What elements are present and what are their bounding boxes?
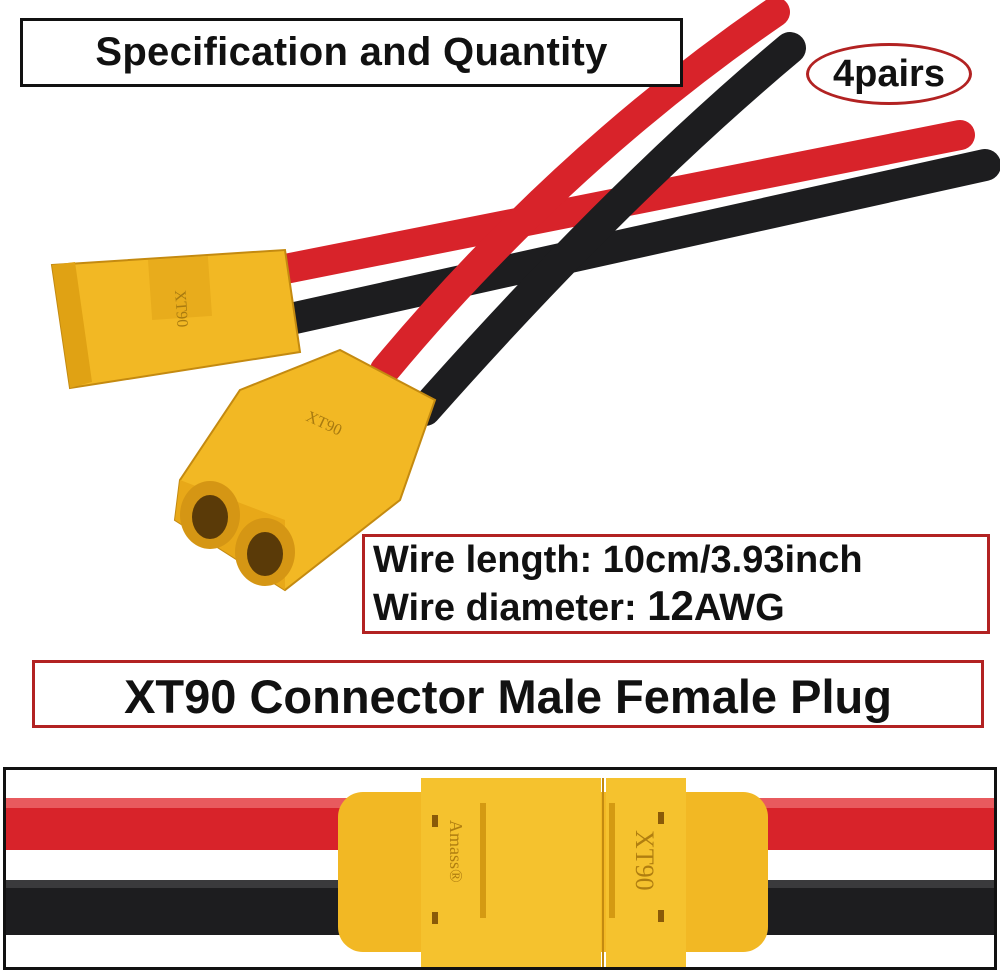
mated-connector-photo: Amass® XT90 xyxy=(3,767,997,970)
wire-diameter-unit: AWG xyxy=(693,587,785,629)
black-wire xyxy=(409,32,806,426)
quantity-badge: 4pairs xyxy=(806,43,972,105)
wire-diameter-label: Wire diameter: xyxy=(373,587,637,629)
wire-diameter: Wire diameter: 12AWG xyxy=(373,582,987,630)
product-photo-top: XT90 XT90 xyxy=(50,0,1000,592)
red-wire xyxy=(370,0,790,385)
mated-connector: Amass® XT90 xyxy=(338,778,768,967)
female-connector: XT90 xyxy=(173,348,437,592)
svg-text:XT90: XT90 xyxy=(171,289,191,327)
brand-mark: Amass® xyxy=(446,820,466,883)
product-name: XT90 Connector Male Female Plug xyxy=(32,660,984,728)
spec-box: Wire length: 10cm/3.93inch Wire diameter… xyxy=(362,534,990,634)
model-mark: XT90 xyxy=(630,830,659,891)
black-wire xyxy=(279,149,1000,334)
male-connector: XT90 xyxy=(50,248,302,390)
wire-length: Wire length: 10cm/3.93inch xyxy=(373,539,863,581)
wire-diameter-value: 12 xyxy=(647,582,694,629)
spec-title: Specification and Quantity xyxy=(20,18,683,87)
